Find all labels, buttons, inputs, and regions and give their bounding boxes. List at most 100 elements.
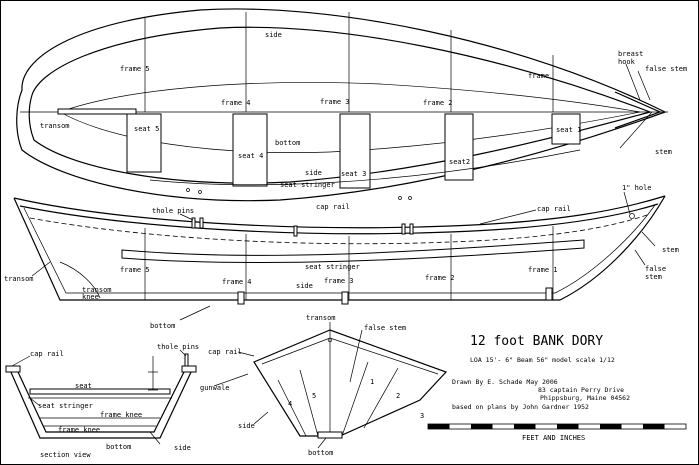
profile-bottom-leader [179,305,211,321]
profile-false-stem-leader [634,249,646,266]
plan-side-label: side [265,31,282,39]
end-view-transom-label: transom [306,314,336,322]
end-view-n2: 2 [396,392,400,400]
profile-bottom-inner [23,204,656,294]
scale-number: 3 [420,412,424,420]
plan-seat-stringer-label: seat stringer [280,181,335,189]
section-outer-shell [9,369,193,439]
drawing-author: Drawn By E. Schade May 2006 [452,378,558,386]
plan-seat-4 [232,113,268,187]
profile-frames [144,226,554,300]
section-inner-shell [17,371,185,433]
profile-frame-1-label: frame 1 [528,266,558,274]
plan-frame-5-label: frame 5 [120,65,150,73]
end-view-false-stem-label: false stem [364,324,406,332]
end-view-n4: 4 [288,400,292,408]
profile-thole-pins [191,217,414,237]
profile-sheer [13,195,666,229]
section-cap-rail-leader [11,355,31,367]
section-gunwale-leader [213,373,249,387]
profile-knee-label: knee [82,293,99,301]
profile-cap-rail-label-2: cap rail [316,203,350,211]
scale-bar-ticks [428,424,665,429]
profile-stem-label: stem [662,246,679,254]
scale-segment [557,424,579,429]
plan-frame-3-label: frame 3 [320,98,350,106]
profile-side-label: side [296,282,313,290]
plan-breast-hook [614,91,662,129]
end-view-hole [327,337,333,343]
plan-breast-hook-leader [625,63,641,101]
plan-seat-1 [551,113,581,145]
profile-sheer-inner [19,203,659,235]
section-seat [29,388,171,395]
profile-frame-feet [237,287,553,305]
section-thole-leader [179,349,187,357]
plan-hole [408,196,412,200]
profile-transom-knee [59,261,101,299]
plan-bottom-label: bottom [275,139,300,147]
plan-seat-3-label: seat 3 [341,170,366,178]
scale-segment [600,424,622,429]
end-view-sheer-inner [261,337,439,375]
profile-false-stem-label: stem [645,273,662,281]
end-view-side-leader [253,411,269,425]
drawing-specs: LOA 15'- 6" Beam 56" model scale 1/12 [470,356,615,364]
profile-false-label: false [645,265,666,273]
plan-seat-4-label: seat 4 [238,152,263,160]
plan-seat-5 [126,113,162,173]
section-side-label: side [174,444,191,452]
section-seat-label: seat [75,382,92,390]
section-gunwale-label: gunwale [200,384,230,392]
plan-hole [398,196,402,200]
end-view-plank-line [341,361,369,437]
profile-inner-line [29,213,651,245]
profile-transom-leader [31,261,51,277]
scale-label: FEET AND INCHES [522,434,585,442]
plan-seat-1-label: seat 1 [556,126,581,134]
scale-segment [514,424,536,429]
section-caption: section view [40,451,91,459]
plan-side-inner-label: side [305,169,322,177]
scale-segment [643,424,665,429]
profile-frame-5-label: frame 5 [120,266,150,274]
section-frame-knee-label: frame knee [100,411,142,419]
section-cap-rail-left [5,365,21,373]
section-frame-knee-inner-label: frame knee [58,426,100,434]
profile-thole-leader [179,213,194,221]
section-cap-rail2-label: cap rail [208,348,242,356]
end-view-false-stem-leader [349,329,363,383]
plan-seat-3 [339,113,371,189]
plan-transom [57,108,137,115]
section-cap-rail-right [181,365,197,373]
plan-frame-2-label: frame 2 [423,99,453,107]
profile-caprail-leader [479,209,537,225]
profile-hole [629,213,635,219]
drawing-address-1: 83 captain Perry Drive [538,386,624,394]
profile-seat-stringer-label: seat stringer [305,263,360,271]
plan-frame-4-label: frame 4 [221,99,251,107]
scale-segment [428,424,450,429]
end-view-bottom-label: bottom [308,449,333,457]
profile-bottom [13,195,666,301]
plan-hole [186,188,190,192]
profile-cap-rail-label: cap rail [537,205,571,213]
section-cap-rail-label: cap rail [30,350,64,358]
plan-seat-stringer [149,149,581,186]
plan-transom-label: transom [40,122,70,130]
end-view-plank-line [277,379,307,437]
section-stringer-leader [29,397,41,407]
section-cap-rail2-leader [237,351,255,357]
profile-view: thole pins cap rail cap rail 1" hole ste… [4,184,679,330]
plan-seat-5-label: seat 5 [134,125,159,133]
plan-false-stem-label: false stem [645,65,687,73]
section-bottom-label: bottom [106,443,131,451]
profile-thole-pins-label: thole pins [152,207,194,215]
end-view-n5: 5 [312,392,316,400]
end-view-bottom-leader [317,437,327,449]
end-view-plank-line [363,367,399,429]
section-thole-pin [184,353,189,367]
end-view-bottom [317,431,343,439]
